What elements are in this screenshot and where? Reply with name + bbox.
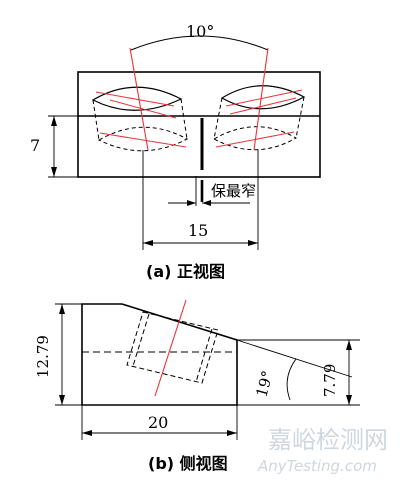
watermark-en: AnyTesting.com [257,457,377,475]
right-cross-red-2 [215,131,295,148]
left-cross-red-1 [95,91,175,107]
side-height-label: 12.79 [34,335,52,378]
side-axis-red [154,299,187,397]
notch-arrow-left [187,200,196,206]
front-view: 10° 7 [30,22,321,281]
left-lens-side-r [180,98,188,140]
dim20-arrow-left [82,430,92,436]
left-axis-red [129,47,149,151]
notch-label: 保最窄 [211,182,256,200]
angle-slope-extension [236,339,353,378]
watermark-cn: 嘉峪检测网 [268,426,388,454]
angle-arc-10 [130,35,269,51]
right-cross-red-3 [229,97,297,115]
dim1279-arrow-bottom [59,395,65,405]
side-bore-inner-1 [132,313,150,367]
side-outline [81,303,238,406]
side-width-label: 20 [148,413,168,432]
right-lens-bottom [212,126,298,151]
front-height-label: 7 [30,136,40,155]
right-lens-top [220,85,306,110]
dim779-arrow-top [346,340,352,350]
notch-arrow-right [202,200,211,206]
right-cross-red-1 [225,89,303,107]
dim20-arrow-right [227,430,237,436]
dim7-arrow-top [51,116,57,126]
left-lens-side-l [92,99,100,141]
side-bore [126,311,219,384]
side-angle-label: 19° [252,369,276,399]
side-right-height-label: 7.79 [321,364,339,397]
right-lens-side-r [295,96,305,139]
side-caption: (b) 侧视图 [148,454,228,473]
front-width-label: 15 [188,221,208,240]
left-cross-red-3 [109,99,177,119]
dim15-arrow-left [143,240,153,246]
side-bore-inner-2 [195,328,213,383]
dim779-arrow-bottom [346,395,352,405]
front-angle-label: 10° [186,22,214,41]
watermark: 嘉峪检测网 AnyTesting.com [257,426,388,475]
dim7-arrow-bottom [51,167,57,177]
front-caption: (a) 正视图 [146,262,225,281]
left-lens-bottom [97,126,189,152]
dim1279-arrow-top [59,304,65,314]
right-lens-side-l [213,97,223,140]
front-block-outline [77,71,321,178]
side-view: 12.79 20 19° 7.79 (b) 侧视图 [34,299,360,473]
left-cross-red-2 [99,132,187,148]
dim15-arrow-right [248,240,258,246]
angle-19-arc [286,358,297,401]
